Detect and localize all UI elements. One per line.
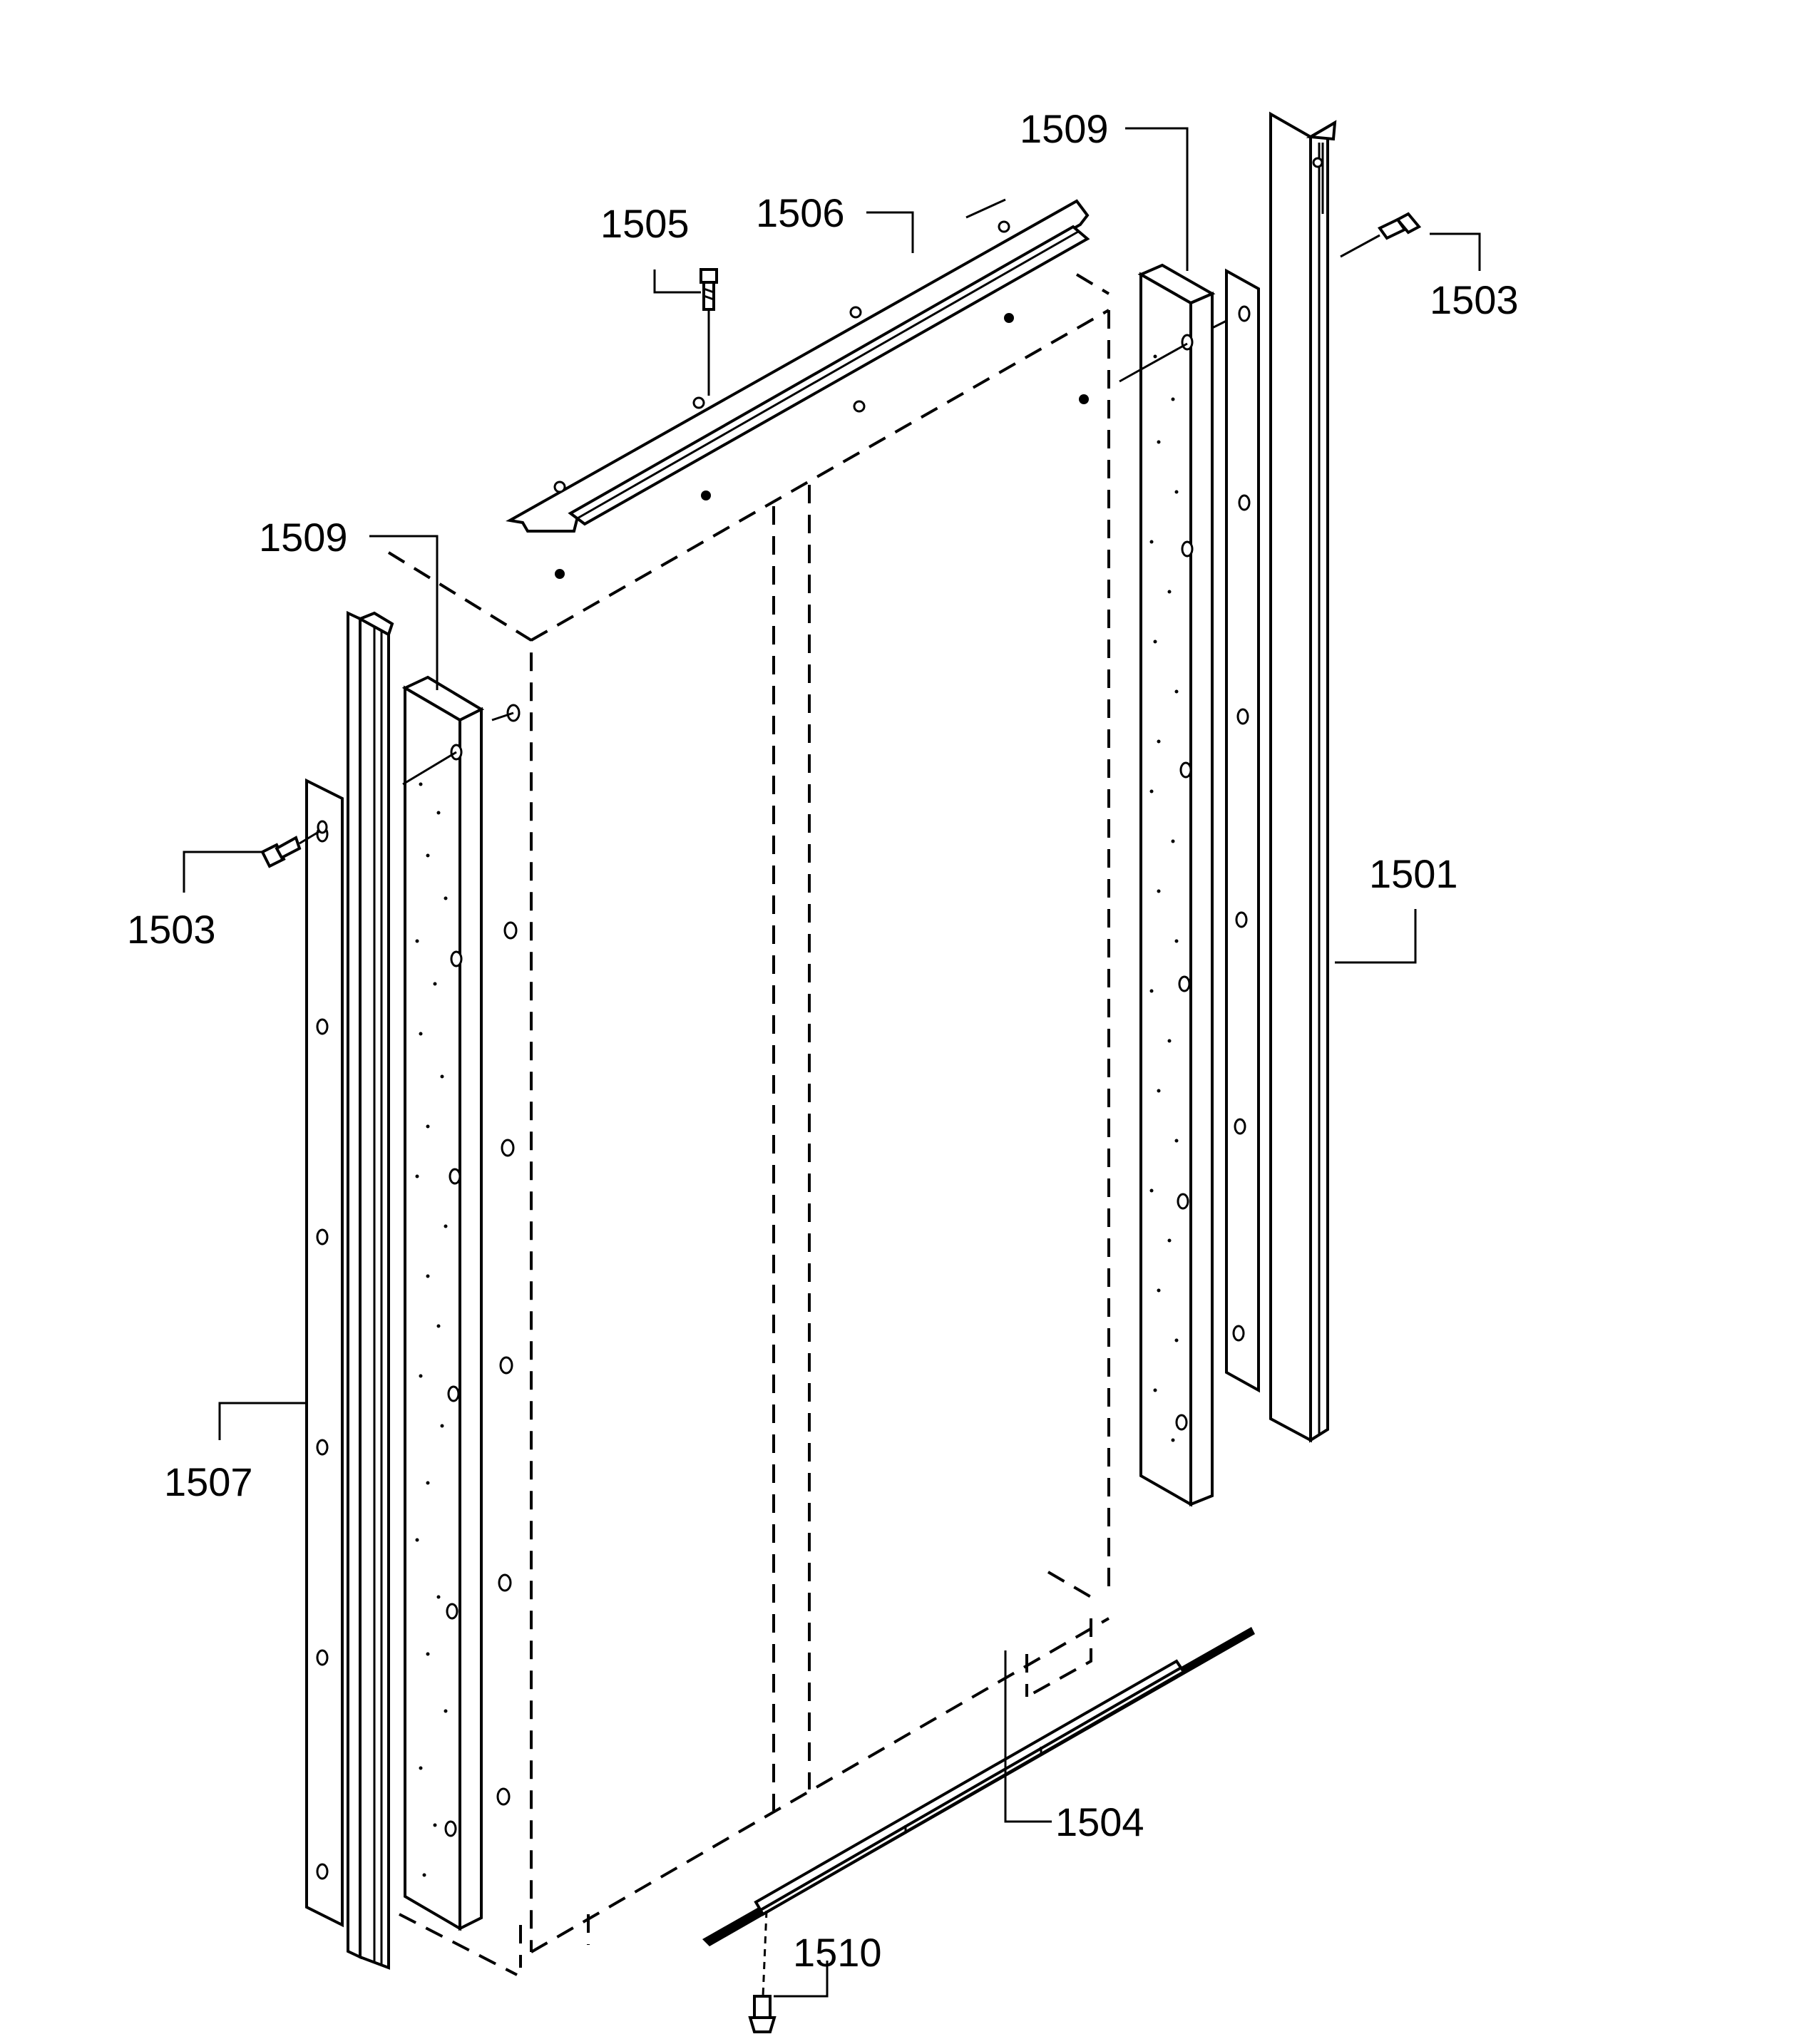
label-1503-left: 1503 bbox=[127, 907, 216, 952]
part-labels: 1509 1506 1505 1503 1509 1501 1503 1507 … bbox=[127, 106, 1519, 1975]
label-1506: 1506 bbox=[756, 190, 845, 235]
label-1504: 1504 bbox=[1055, 1799, 1144, 1844]
left-side-trim bbox=[347, 610, 394, 1970]
right-foam-strip-1509 bbox=[1119, 263, 1241, 1507]
top-channel-1506 bbox=[506, 198, 1090, 533]
left-mount-bracket-1507 bbox=[305, 778, 344, 1928]
screw-1503-left bbox=[260, 820, 328, 868]
label-1507: 1507 bbox=[164, 1459, 253, 1504]
label-1505: 1505 bbox=[600, 201, 690, 246]
screw-1503-right bbox=[1340, 212, 1422, 258]
screw-1510 bbox=[748, 1910, 777, 2033]
right-mount-bracket bbox=[1225, 268, 1260, 1393]
label-1501: 1501 bbox=[1369, 851, 1458, 896]
label-1509-left: 1509 bbox=[259, 515, 348, 560]
label-1503-right: 1503 bbox=[1430, 277, 1519, 322]
screw-1505 bbox=[700, 268, 718, 396]
left-foam-strip-1509 bbox=[401, 675, 514, 1931]
leader-lines bbox=[183, 127, 1481, 1998]
door-panel-outline bbox=[387, 273, 1110, 1976]
panel-screw-holes bbox=[496, 704, 521, 1806]
right-angle-trim-1501 bbox=[1269, 111, 1337, 1443]
label-1509-right: 1509 bbox=[1020, 106, 1109, 151]
label-1510: 1510 bbox=[793, 1930, 882, 1975]
bottom-rail-1504 bbox=[702, 1627, 1255, 1946]
